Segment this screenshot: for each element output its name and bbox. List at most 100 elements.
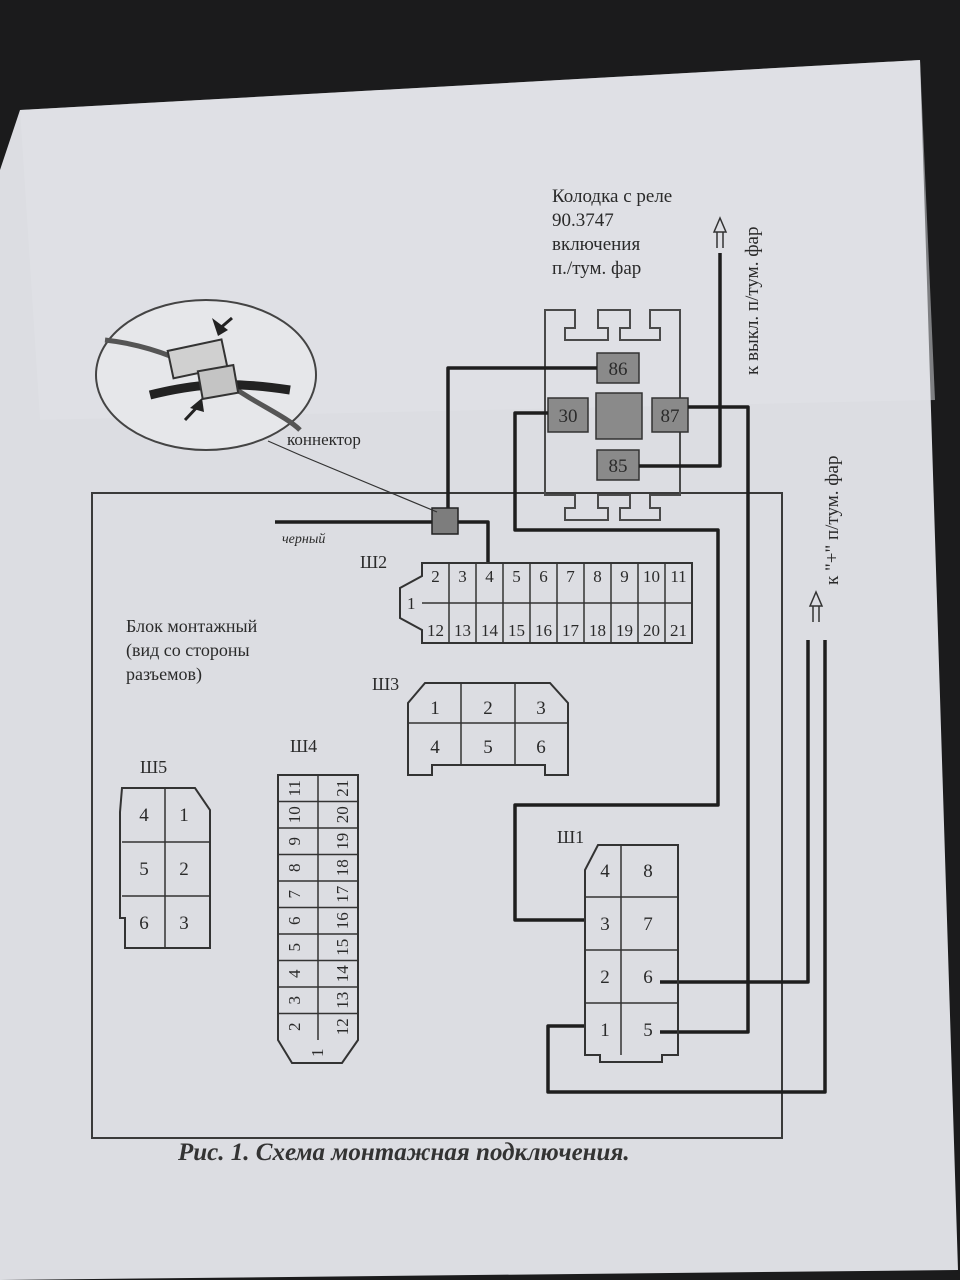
sh4-pin: 20: [333, 806, 352, 823]
sh4-pin: 11: [285, 780, 304, 796]
arrow-to-switch: [712, 216, 728, 248]
sh4-pin: 13: [333, 992, 352, 1009]
sh4-pin: 7: [285, 890, 304, 899]
sh2-pin: 17: [562, 621, 580, 640]
sh4-pin: 3: [285, 996, 304, 1005]
connector-sh1: 4 3 2 1 8 7 6 5: [584, 844, 679, 1063]
sh2-pin: 12: [427, 621, 444, 640]
sh3-pin: 6: [536, 737, 546, 758]
sh2-pin: 21: [670, 621, 687, 640]
svg-text:90.3747: 90.3747: [552, 210, 614, 231]
sh2-pin: 6: [539, 567, 548, 586]
sh4-pin: 21: [333, 780, 352, 797]
sh4-pin: 8: [285, 864, 304, 873]
sh2-pin: 14: [481, 621, 499, 640]
connector-label: коннектор: [287, 430, 361, 449]
sh5-title: Ш5: [140, 757, 167, 777]
sh1-pin: 1: [600, 1020, 610, 1041]
mount-block-outline: [91, 492, 783, 1139]
sh4-pin: 14: [333, 965, 352, 983]
sh4-pin: 5: [285, 943, 304, 952]
relay-center-pad: [595, 392, 643, 440]
sh4-pin: 17: [333, 885, 352, 903]
sh1-title: Ш1: [557, 827, 584, 847]
switch-lead-label: к выкл. п/тум. фар: [742, 227, 763, 375]
svg-text:Блок монтажный: Блок монтажный: [126, 616, 258, 636]
relay-terminal-87: 87: [651, 397, 689, 433]
svg-text:1: 1: [407, 594, 416, 613]
mount-block-label: Блок монтажный (вид со стороны разъемов): [126, 616, 258, 685]
sh3-pin: 5: [483, 737, 493, 758]
sh2-pin: 3: [458, 567, 467, 586]
sh2-pin: 18: [589, 621, 606, 640]
relay-socket: [544, 309, 681, 521]
sh2-pin: 15: [508, 621, 525, 640]
sh4-pin: 18: [333, 859, 352, 876]
svg-text:разъемов): разъемов): [126, 664, 202, 685]
sh5-pin: 2: [179, 859, 189, 880]
sh5-pin: 1: [179, 805, 189, 826]
sh3-pin: 3: [536, 698, 546, 719]
sh4-pin: 16: [333, 912, 352, 929]
sh2-pin: 5: [512, 567, 521, 586]
sh2-pin: 8: [593, 567, 602, 586]
svg-text:(вид со стороны: (вид со стороны: [126, 640, 250, 661]
connector-sh5: 4 5 6 1 2 3: [119, 787, 211, 949]
sh1-pin: 3: [600, 914, 610, 935]
svg-text:включения: включения: [552, 234, 640, 255]
plus-lead-label: к "+" п/тум. фар: [822, 456, 843, 585]
sh4-pin: 2: [285, 1023, 304, 1032]
sh2-pin: 20: [643, 621, 660, 640]
sh2-pin: 10: [643, 567, 660, 586]
sh1-pin: 8: [643, 861, 653, 882]
relay-terminal-85: 85: [596, 449, 640, 481]
sh5-pin: 3: [179, 913, 189, 934]
sh1-pin: 6: [643, 967, 653, 988]
sh3-title: Ш3: [372, 674, 399, 694]
sh4-title: Ш4: [290, 736, 317, 756]
sh5-pin: 5: [139, 859, 149, 880]
sh5-pin: 4: [139, 805, 149, 826]
relay-terminal-86: 86: [596, 352, 640, 384]
sh2-pin: 11: [670, 567, 686, 586]
sh2-title: Ш2: [360, 552, 387, 572]
sh2-pin: 7: [566, 567, 575, 586]
sh3-pin: 4: [430, 737, 440, 758]
wires: [275, 253, 827, 1094]
sh1-pin: 7: [643, 914, 653, 935]
sh4-pin: 15: [333, 939, 352, 956]
black-wire-label: черный: [282, 532, 325, 547]
svg-text:1: 1: [308, 1049, 327, 1058]
sh1-pin: 4: [600, 861, 610, 882]
svg-text:30: 30: [559, 406, 578, 427]
sh4-pin: 6: [285, 917, 304, 926]
sh2-pin: 9: [620, 567, 629, 586]
sh4-pin: 10: [285, 806, 304, 823]
svg-text:87: 87: [661, 406, 680, 427]
svg-text:п./тум. фар: п./тум. фар: [552, 258, 641, 279]
sh3-pin: 2: [483, 698, 493, 719]
relay-block-label: Колодка с реле 90.3747 включения п./тум.…: [552, 186, 672, 279]
sh4-pin: 4: [285, 969, 304, 978]
sh1-pin: 5: [643, 1020, 653, 1041]
svg-text:85: 85: [609, 456, 628, 477]
sh2-pin: 19: [616, 621, 633, 640]
sh4-pin: 9: [285, 837, 304, 846]
svg-text:Колодка с реле: Колодка с реле: [552, 186, 672, 207]
sh4-pin: 12: [333, 1018, 352, 1035]
sh1-pin: 2: [600, 967, 610, 988]
sh2-pin: 4: [485, 567, 494, 586]
svg-text:86: 86: [609, 359, 628, 380]
connector-sh4: 2 3 4 5 6 7 8 9 10 11 12 13 14 15 16 17 18 19 20 21 1: [277, 774, 359, 1064]
relay-terminal-30: 30: [547, 397, 589, 433]
arrow-to-plus: [808, 590, 824, 622]
sh4-pin: 19: [333, 833, 352, 850]
figure-caption: Рис. 1. Схема монтажная подключения.: [177, 1139, 630, 1166]
connector-detail-inset: [95, 299, 317, 451]
sh5-pin: 6: [139, 913, 149, 934]
sh2-pin: 16: [535, 621, 552, 640]
sh2-pin: 2: [431, 567, 440, 586]
